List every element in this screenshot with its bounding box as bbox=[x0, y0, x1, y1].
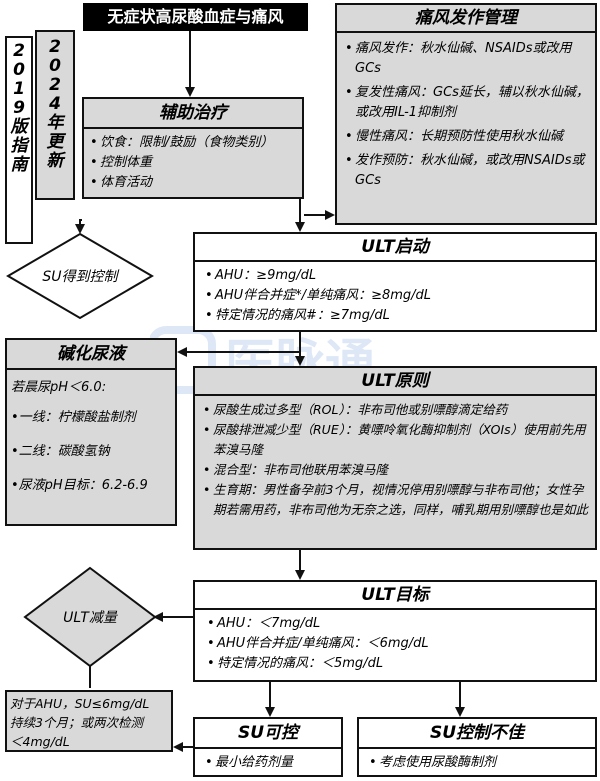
ult-start-item: AHU：≥9mg/dL bbox=[203, 266, 587, 286]
title-box: 无症状高尿酸血症与痛风 bbox=[83, 3, 308, 31]
gout-item: 慢性痛风：长期预防性使用秋水仙碱 bbox=[343, 127, 589, 147]
alkali-condition: 若晨尿pH＜6.0: bbox=[11, 380, 107, 395]
su-controlled-item: 最小给药剂量 bbox=[203, 753, 333, 773]
ult-start-item: AHU伴合并症*/单纯痛风：≥8mg/dL bbox=[203, 286, 587, 306]
reduce-condition-box: 对于AHU，SU≤6mg/dL 持续3个月；或两次检测 ＜4mg/dL bbox=[5, 690, 173, 752]
su-uncontrolled-header: SU控制不佳 bbox=[359, 719, 595, 749]
ult-reduce-diamond bbox=[23, 566, 157, 668]
gout-management-box: 痛风发作管理 痛风发作：秋水仙碱、NSAIDs或改用GCs 复发性痛风：GCs延… bbox=[335, 3, 597, 225]
reduce-condition-line: ＜4mg/dL bbox=[10, 734, 70, 749]
ult-target-box: ULT目标 AHU：＜7mg/dL AHU伴合并症/单纯痛风：＜6mg/dL 特… bbox=[193, 580, 597, 682]
ult-principle-header: ULT原则 bbox=[195, 368, 595, 396]
aux-item: 体育活动 bbox=[88, 173, 298, 193]
su-uncontrolled-item: 考虑使用尿酸酶制剂 bbox=[367, 753, 587, 773]
reduce-condition-line: 持续3个月；或两次检测 bbox=[10, 715, 143, 730]
su-uncontrolled-box: SU控制不佳 考虑使用尿酸酶制剂 bbox=[357, 717, 597, 777]
aux-item: 控制体重 bbox=[88, 153, 298, 173]
ult-reduce-label: ULT减量 bbox=[63, 610, 119, 626]
urine-alkalization-box: 碱化尿液 若晨尿pH＜6.0: •一线：柠檬酸盐制剂 •二线：碳酸氢钠 •尿液p… bbox=[5, 338, 177, 526]
gout-item: 发作预防：秋水仙碱，或改用NSAIDs或GCs bbox=[343, 151, 589, 191]
reduce-condition-line: 对于AHU，SU≤6mg/dL bbox=[10, 696, 150, 711]
gout-item: 复发性痛风：GCs延长，辅以秋水仙碱，或改用IL-1抑制剂 bbox=[343, 83, 589, 123]
ult-principle-box: ULT原则 尿酸生成过多型（ROL）：非布司他或别嘌醇滴定给药 尿酸排泄减少型（… bbox=[193, 366, 597, 550]
su-controlled-header: SU可控 bbox=[195, 719, 341, 749]
ult-target-item: 特定情况的痛风：＜5mg/dL bbox=[205, 654, 585, 674]
alkali-item: •二线：碳酸氢钠 bbox=[11, 444, 110, 459]
ult-principle-item: 生育期：男性备孕前3个月，视情况停用别嘌醇与非布司他；女性孕期若需用药，非布司他… bbox=[201, 480, 589, 520]
gout-management-header: 痛风发作管理 bbox=[337, 5, 595, 33]
ult-principle-item: 尿酸排泄减少型（RUE）：黄嘌呤氧化酶抑制剂（XOIs）使用前先用苯溴马隆 bbox=[201, 420, 589, 460]
alkali-item: •一线：柠檬酸盐制剂 bbox=[11, 410, 136, 425]
ult-start-header: ULT启动 bbox=[195, 234, 595, 262]
urine-alkalization-header: 碱化尿液 bbox=[7, 340, 175, 370]
ult-principle-item: 混合型：非布司他联用苯溴马隆 bbox=[201, 460, 589, 480]
arrow-aux-su-diamond bbox=[75, 219, 85, 234]
ult-target-item: AHU伴合并症/单纯痛风：＜6mg/dL bbox=[205, 634, 585, 654]
gout-item: 痛风发作：秋水仙碱、NSAIDs或改用GCs bbox=[343, 39, 589, 79]
aux-item: 饮食：限制/鼓励（食物类别） bbox=[88, 133, 298, 153]
alkali-item: •尿液pH目标：6.2-6.9 bbox=[11, 478, 148, 493]
ult-start-box: ULT启动 AHU：≥9mg/dL AHU伴合并症*/单纯痛风：≥8mg/dL … bbox=[193, 232, 597, 332]
ult-target-item: AHU：＜7mg/dL bbox=[205, 614, 585, 634]
su-controlled-diamond bbox=[6, 232, 154, 320]
aux-therapy-header: 辅助治疗 bbox=[84, 99, 302, 129]
su-controlled-box: SU可控 最小给药剂量 bbox=[193, 717, 343, 777]
page-title: 无症状高尿酸血症与痛风 bbox=[107, 7, 284, 26]
ult-principle-item: 尿酸生成过多型（ROL）：非布司他或别嘌醇滴定给药 bbox=[201, 400, 589, 420]
aux-therapy-box: 辅助治疗 饮食：限制/鼓励（食物类别） 控制体重 体育活动 bbox=[82, 97, 304, 199]
ult-target-header: ULT目标 bbox=[195, 582, 595, 610]
ult-start-item: 特定情况的痛风#：≥7mg/dL bbox=[203, 306, 587, 326]
su-controlled-label: SU得到控制 bbox=[42, 269, 119, 285]
